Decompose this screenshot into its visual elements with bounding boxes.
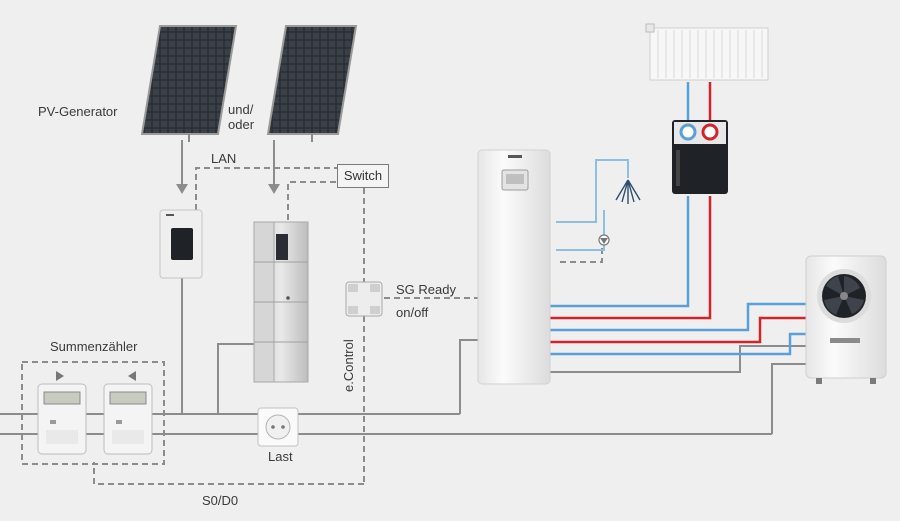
arrow-down-icon	[268, 184, 280, 194]
outdoor-heat-pump	[805, 255, 887, 384]
solar-panel-1	[140, 25, 238, 142]
und-oder-line1: und/	[228, 102, 254, 117]
power-socket	[257, 407, 299, 447]
und-oder-label: und/ oder	[228, 102, 254, 132]
econtrol-module	[345, 281, 383, 317]
heating-manifold	[672, 120, 728, 194]
indoor-heat-pump-unit	[477, 149, 551, 385]
circulation-pump-icon	[598, 234, 610, 246]
solar-panel-2	[266, 25, 358, 142]
radiator	[645, 23, 769, 81]
energy-meter-1	[37, 383, 87, 455]
e-control-label: e.Control	[341, 339, 356, 392]
und-oder-line2: oder	[228, 117, 255, 132]
arrow-down-icon	[176, 184, 188, 194]
last-label: Last	[268, 449, 293, 464]
hydraulic-lines	[548, 82, 808, 356]
lan-label: LAN	[211, 151, 237, 166]
shower-head-icon	[615, 179, 641, 204]
on-off-label: on/off	[396, 305, 429, 320]
arrow-right-icon	[56, 371, 64, 381]
sg-ready-label: SG Ready	[396, 282, 456, 297]
pv-generator-label: PV-Generator	[38, 104, 118, 119]
arrow-left-icon	[128, 371, 136, 381]
s0-d0-label: S0/D0	[202, 493, 239, 508]
summenzaehler-label: Summenzähler	[50, 339, 138, 354]
switch-box: Switch	[337, 164, 389, 188]
battery-storage	[253, 221, 309, 383]
energy-meter-2	[103, 383, 153, 455]
data-lines	[21, 167, 603, 485]
pv-inverter	[159, 209, 203, 279]
